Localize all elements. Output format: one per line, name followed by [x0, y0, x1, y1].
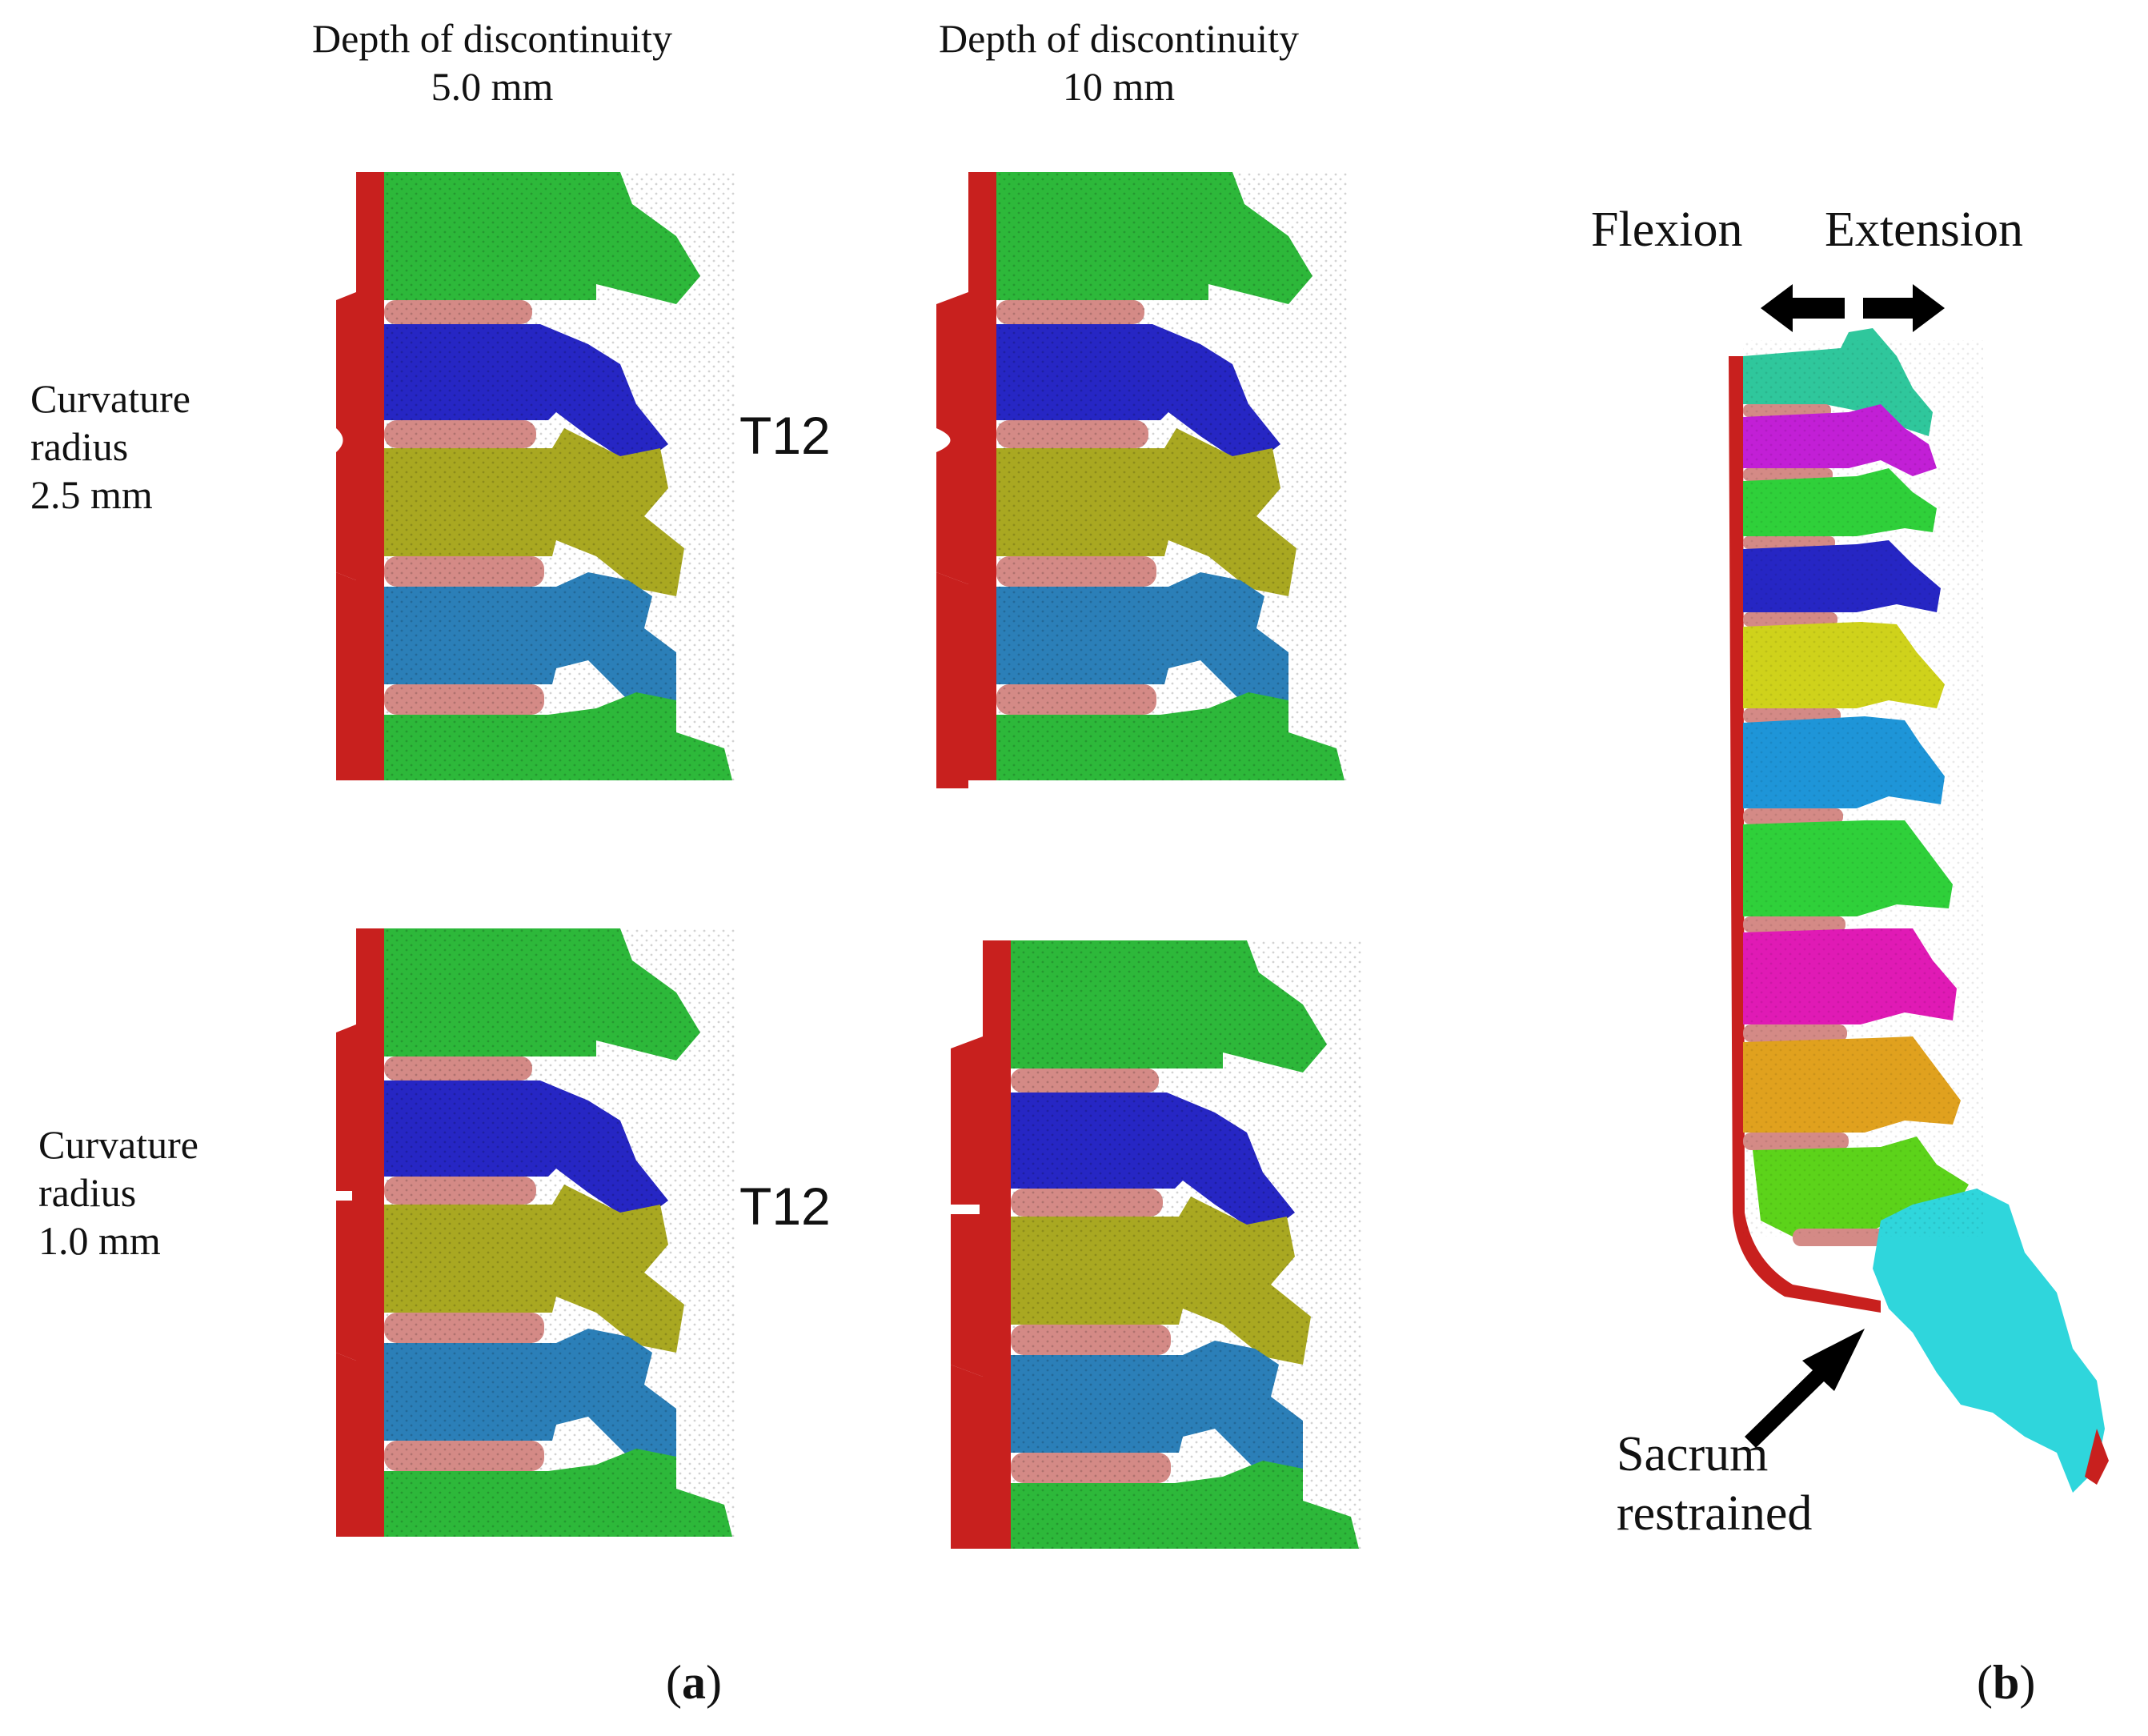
vertebra-label-t12-bottom: T12: [739, 1177, 831, 1236]
column-header-line2: 5.0 mm: [431, 64, 554, 109]
extension-label: Extension: [1825, 202, 2023, 257]
model-depth-5mm-radius-2-5mm: [336, 172, 736, 780]
vertebra-label-t12-top: T12: [739, 406, 831, 465]
row-label-radius-2-5mm: Curvature radius 2.5 mm: [30, 376, 190, 517]
flexion-arrow: [1761, 284, 1845, 332]
column-header-depth-5mm: Depth of discontinuity 5.0 mm: [244, 14, 740, 110]
full-spine-model: [1729, 328, 2109, 1493]
column-header-depth-10mm: Depth of discontinuity 10 mm: [871, 14, 1367, 110]
column-header-line1: Depth of discontinuity: [312, 16, 672, 61]
model-depth-5mm-radius-1-0mm: [336, 928, 736, 1537]
column-header-line2: 10 mm: [1062, 64, 1176, 109]
panel-label-a: (a): [666, 1656, 722, 1709]
extension-arrow: [1797, 284, 1945, 332]
flexion-label: Flexion: [1591, 202, 1743, 257]
column-header-line1: Depth of discontinuity: [939, 16, 1299, 61]
panel-label-b: (b): [1977, 1656, 2036, 1709]
sacrum-restrained-label: Sacrum restrained: [1617, 1427, 1813, 1542]
model-depth-10mm-radius-2-5mm: [936, 172, 1349, 788]
row-label-radius-1-0mm: Curvature radius 1.0 mm: [38, 1122, 198, 1263]
model-depth-10mm-radius-1-0mm: [951, 940, 1363, 1549]
sacrum-pointer-arrow: [1745, 1329, 1865, 1448]
